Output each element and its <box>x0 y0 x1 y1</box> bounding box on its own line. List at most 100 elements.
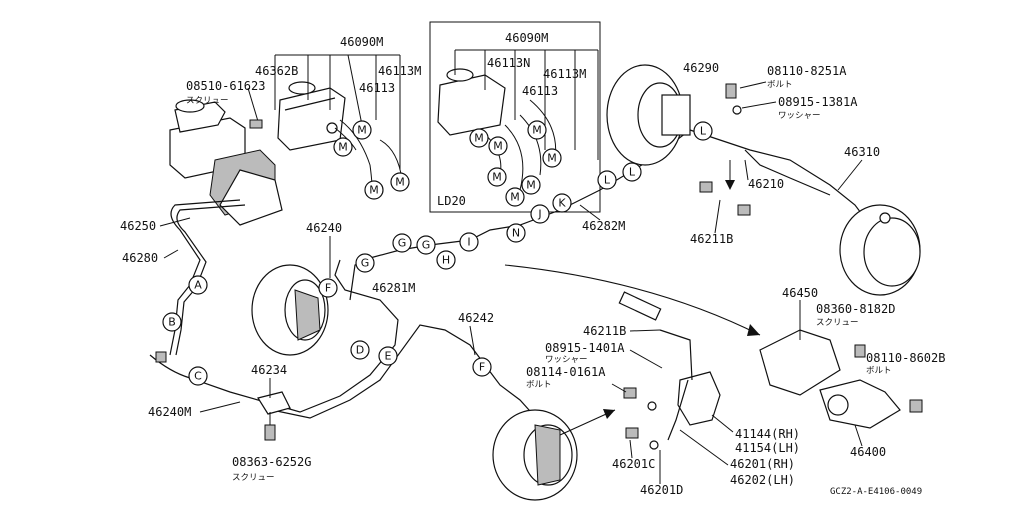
svg-text:K: K <box>558 197 566 210</box>
label-46201-rh: 46201(RH) <box>730 457 795 471</box>
label-46113-b: 46113 <box>522 84 558 98</box>
label-46090M-a: 46090M <box>340 35 383 49</box>
ld20-label: LD20 <box>437 194 466 208</box>
label-46400: 46400 <box>850 445 886 459</box>
bubble-m4: M <box>390 172 410 192</box>
bubble-j: J <box>530 204 550 224</box>
bubble-d: D <box>350 340 370 360</box>
caliper-assembly <box>618 291 721 441</box>
label-46113N: 46113N <box>487 56 530 70</box>
svg-text:M: M <box>493 140 503 153</box>
bubble-m2: M <box>333 137 353 157</box>
label-08363-6252G: 08363-6252G <box>232 455 311 469</box>
svg-text:H: H <box>442 254 450 267</box>
front-right-rotor <box>492 409 578 501</box>
label-bolt-a: ボルト <box>767 80 793 90</box>
label-washer-b: ワッシャー <box>545 355 588 365</box>
bubble-m11: M <box>521 175 541 195</box>
label-46250: 46250 <box>120 219 156 233</box>
svg-text:G: G <box>361 257 370 270</box>
svg-text:N: N <box>512 227 520 240</box>
svg-text:F: F <box>325 282 331 295</box>
label-46280: 46280 <box>122 251 158 265</box>
bubble-f2: F <box>472 357 492 377</box>
label-screw-b: スクリュー <box>816 318 859 328</box>
bubble-l2: L <box>622 162 642 182</box>
bubble-c: C <box>188 366 208 386</box>
bubble-m8: M <box>542 148 562 168</box>
part-labels: 46090M 46090M 46362B 46113M 46113 46113N… <box>120 31 945 497</box>
bubble-h: H <box>436 250 456 270</box>
bubble-m6: M <box>488 136 508 156</box>
bubble-m5: M <box>469 128 489 148</box>
svg-text:J: J <box>537 208 541 221</box>
label-bolt-b: ボルト <box>526 380 552 390</box>
bubble-i: I <box>459 232 479 252</box>
master-cylinder-left <box>169 99 283 226</box>
label-46362B: 46362B <box>255 64 298 78</box>
svg-text:A: A <box>194 279 202 292</box>
bubble-m3: M <box>364 180 384 200</box>
label-washer-a: ワッシャー <box>778 111 821 121</box>
svg-text:M: M <box>474 132 484 145</box>
svg-text:D: D <box>356 344 364 357</box>
proportioning-valve <box>759 329 901 429</box>
bubble-b: B <box>162 312 182 332</box>
label-46113M-a: 46113M <box>378 64 421 78</box>
label-screw-a: スクリュー <box>186 96 229 106</box>
label-08110-8251A: 08110-8251A <box>767 64 847 78</box>
rear-right-drum <box>839 204 921 296</box>
svg-text:B: B <box>168 316 176 329</box>
svg-text:M: M <box>357 124 367 137</box>
svg-text:M: M <box>526 179 536 192</box>
bubble-m1: M <box>352 120 372 140</box>
bubble-m9: M <box>487 167 507 187</box>
label-08360-8182D: 08360-8182D <box>816 302 895 316</box>
svg-text:M: M <box>492 171 502 184</box>
label-41154-lh: 41154(LH) <box>735 441 800 455</box>
svg-text:M: M <box>547 152 557 165</box>
svg-text:M: M <box>510 191 520 204</box>
svg-text:M: M <box>338 141 348 154</box>
label-46210: 46210 <box>748 177 784 191</box>
svg-text:C: C <box>194 370 202 383</box>
svg-text:L: L <box>700 125 707 138</box>
bubbles: A B C D E F F G G G H I N J K L L L M M … <box>162 120 713 386</box>
label-46240M: 46240M <box>148 405 191 419</box>
label-46202-lh: 46202(LH) <box>730 473 795 487</box>
svg-text:L: L <box>629 166 636 179</box>
bubble-m10: M <box>505 187 525 207</box>
ld20-inset-frame <box>429 21 601 213</box>
label-46290: 46290 <box>683 61 719 75</box>
rear-booster-drum <box>606 64 691 166</box>
bubble-a: A <box>188 275 208 295</box>
label-08915-1401A: 08915-1401A <box>545 341 625 355</box>
bubble-g1: G <box>355 253 375 273</box>
label-46282M: 46282M <box>582 219 625 233</box>
svg-text:I: I <box>467 236 470 249</box>
label-08510-61623: 08510-61623 <box>186 79 265 93</box>
bubble-m7: M <box>527 120 547 140</box>
drawing-reference: GCZ2-A-E4106-0049 <box>830 487 922 497</box>
svg-text:M: M <box>532 124 542 137</box>
label-46234: 46234 <box>251 363 287 377</box>
label-46211B-a: 46211B <box>690 232 733 246</box>
label-46240: 46240 <box>306 221 342 235</box>
label-41144-rh: 41144(RH) <box>735 427 800 441</box>
label-46201C: 46201C <box>612 457 655 471</box>
master-cylinder-leaders <box>247 49 599 170</box>
label-screw-c: スクリュー <box>232 473 275 483</box>
label-46113M-b: 46113M <box>543 67 586 81</box>
bubble-f1: F <box>318 278 338 298</box>
label-46201D: 46201D <box>640 483 683 497</box>
label-46281M: 46281M <box>372 281 415 295</box>
svg-text:M: M <box>369 184 379 197</box>
bubble-n: N <box>506 223 526 243</box>
bubble-l3: L <box>693 121 713 141</box>
svg-text:L: L <box>604 174 611 187</box>
bubble-l1: L <box>597 170 617 190</box>
bubble-e: E <box>378 346 398 366</box>
fasteners <box>155 83 923 450</box>
svg-text:M: M <box>395 176 405 189</box>
arrows <box>504 160 761 436</box>
